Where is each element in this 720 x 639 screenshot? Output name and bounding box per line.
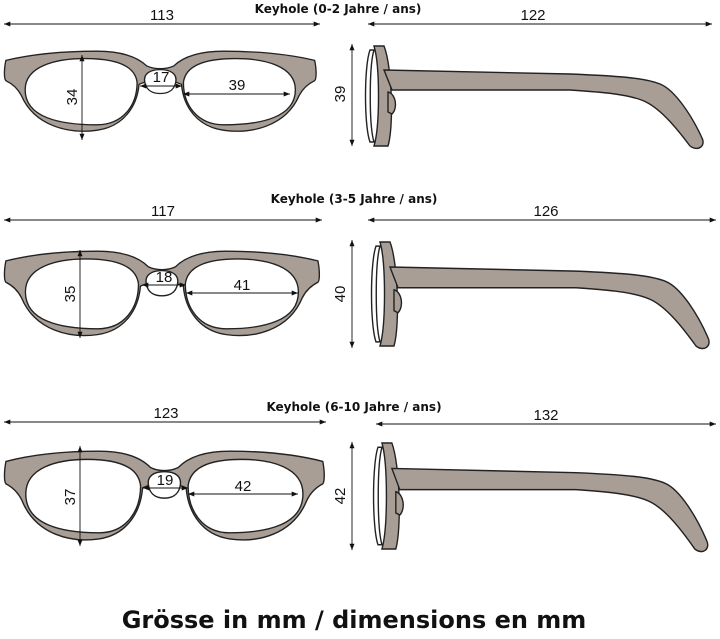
side-height-dimension: 40 [332,240,355,348]
lens-width-label: 39 [229,77,246,94]
bridge-dimension: 19 [143,472,188,491]
size-row-1: Keyhole (0-2 Jahre / ans) 113 34 17 39 1… [3,2,712,150]
side-view-glasses [372,442,709,553]
temple-length-label: 132 [533,407,558,424]
lens-height-label: 35 [62,286,79,303]
bridge-dimension: 17 [140,69,182,89]
lens-width-dimension: 41 [186,277,298,296]
frame-width-dimension: 123 [4,405,326,425]
size-row-3: Keyhole (6-10 Jahre / ans) 123 37 19 42 … [3,400,716,553]
row-title: Keyhole (3-5 Jahre / ans) [271,192,438,206]
temple-length-dimension: 122 [368,7,712,27]
bridge-label: 17 [153,69,170,86]
bridge-label: 19 [157,472,174,489]
row-title: Keyhole (6-10 Jahre / ans) [266,400,441,414]
lens-height-dimension: 37 [62,446,83,546]
lens-width-label: 41 [234,277,251,294]
side-height-dimension: 39 [332,44,355,146]
side-height-label: 42 [332,488,349,505]
footer-caption: Grösse in mm / dimensions en mm [122,606,587,634]
frame-width-label: 117 [151,203,175,220]
side-height-label: 40 [332,286,349,303]
side-height-dimension: 42 [332,442,355,550]
lens-height-dimension: 34 [64,55,85,140]
front-view-glasses [3,450,325,541]
bridge-label: 18 [156,269,173,286]
temple-length-dimension: 126 [368,203,716,223]
lens-height-label: 34 [64,89,81,106]
lens-width-dimension: 42 [188,478,298,497]
lens-width-dimension: 39 [183,77,290,97]
side-view-glasses [370,241,710,350]
lens-width-label: 42 [235,478,252,495]
frame-width-label: 113 [150,7,174,24]
temple-length-label: 122 [520,7,545,24]
temple-length-dimension: 132 [376,407,716,427]
temple-length-label: 126 [533,203,558,220]
frame-width-dimension: 113 [4,7,320,27]
side-height-label: 39 [332,86,349,103]
lens-height-dimension: 35 [62,250,83,338]
side-view-glasses [364,45,704,150]
frame-width-dimension: 117 [4,203,322,223]
size-row-2: Keyhole (3-5 Jahre / ans) 117 35 18 41 1… [3,192,716,350]
lens-height-label: 37 [62,489,79,506]
front-view-glasses [3,50,317,132]
frame-width-label: 123 [153,405,178,422]
row-title: Keyhole (0-2 Jahre / ans) [255,2,422,16]
bridge-dimension: 18 [142,269,186,288]
